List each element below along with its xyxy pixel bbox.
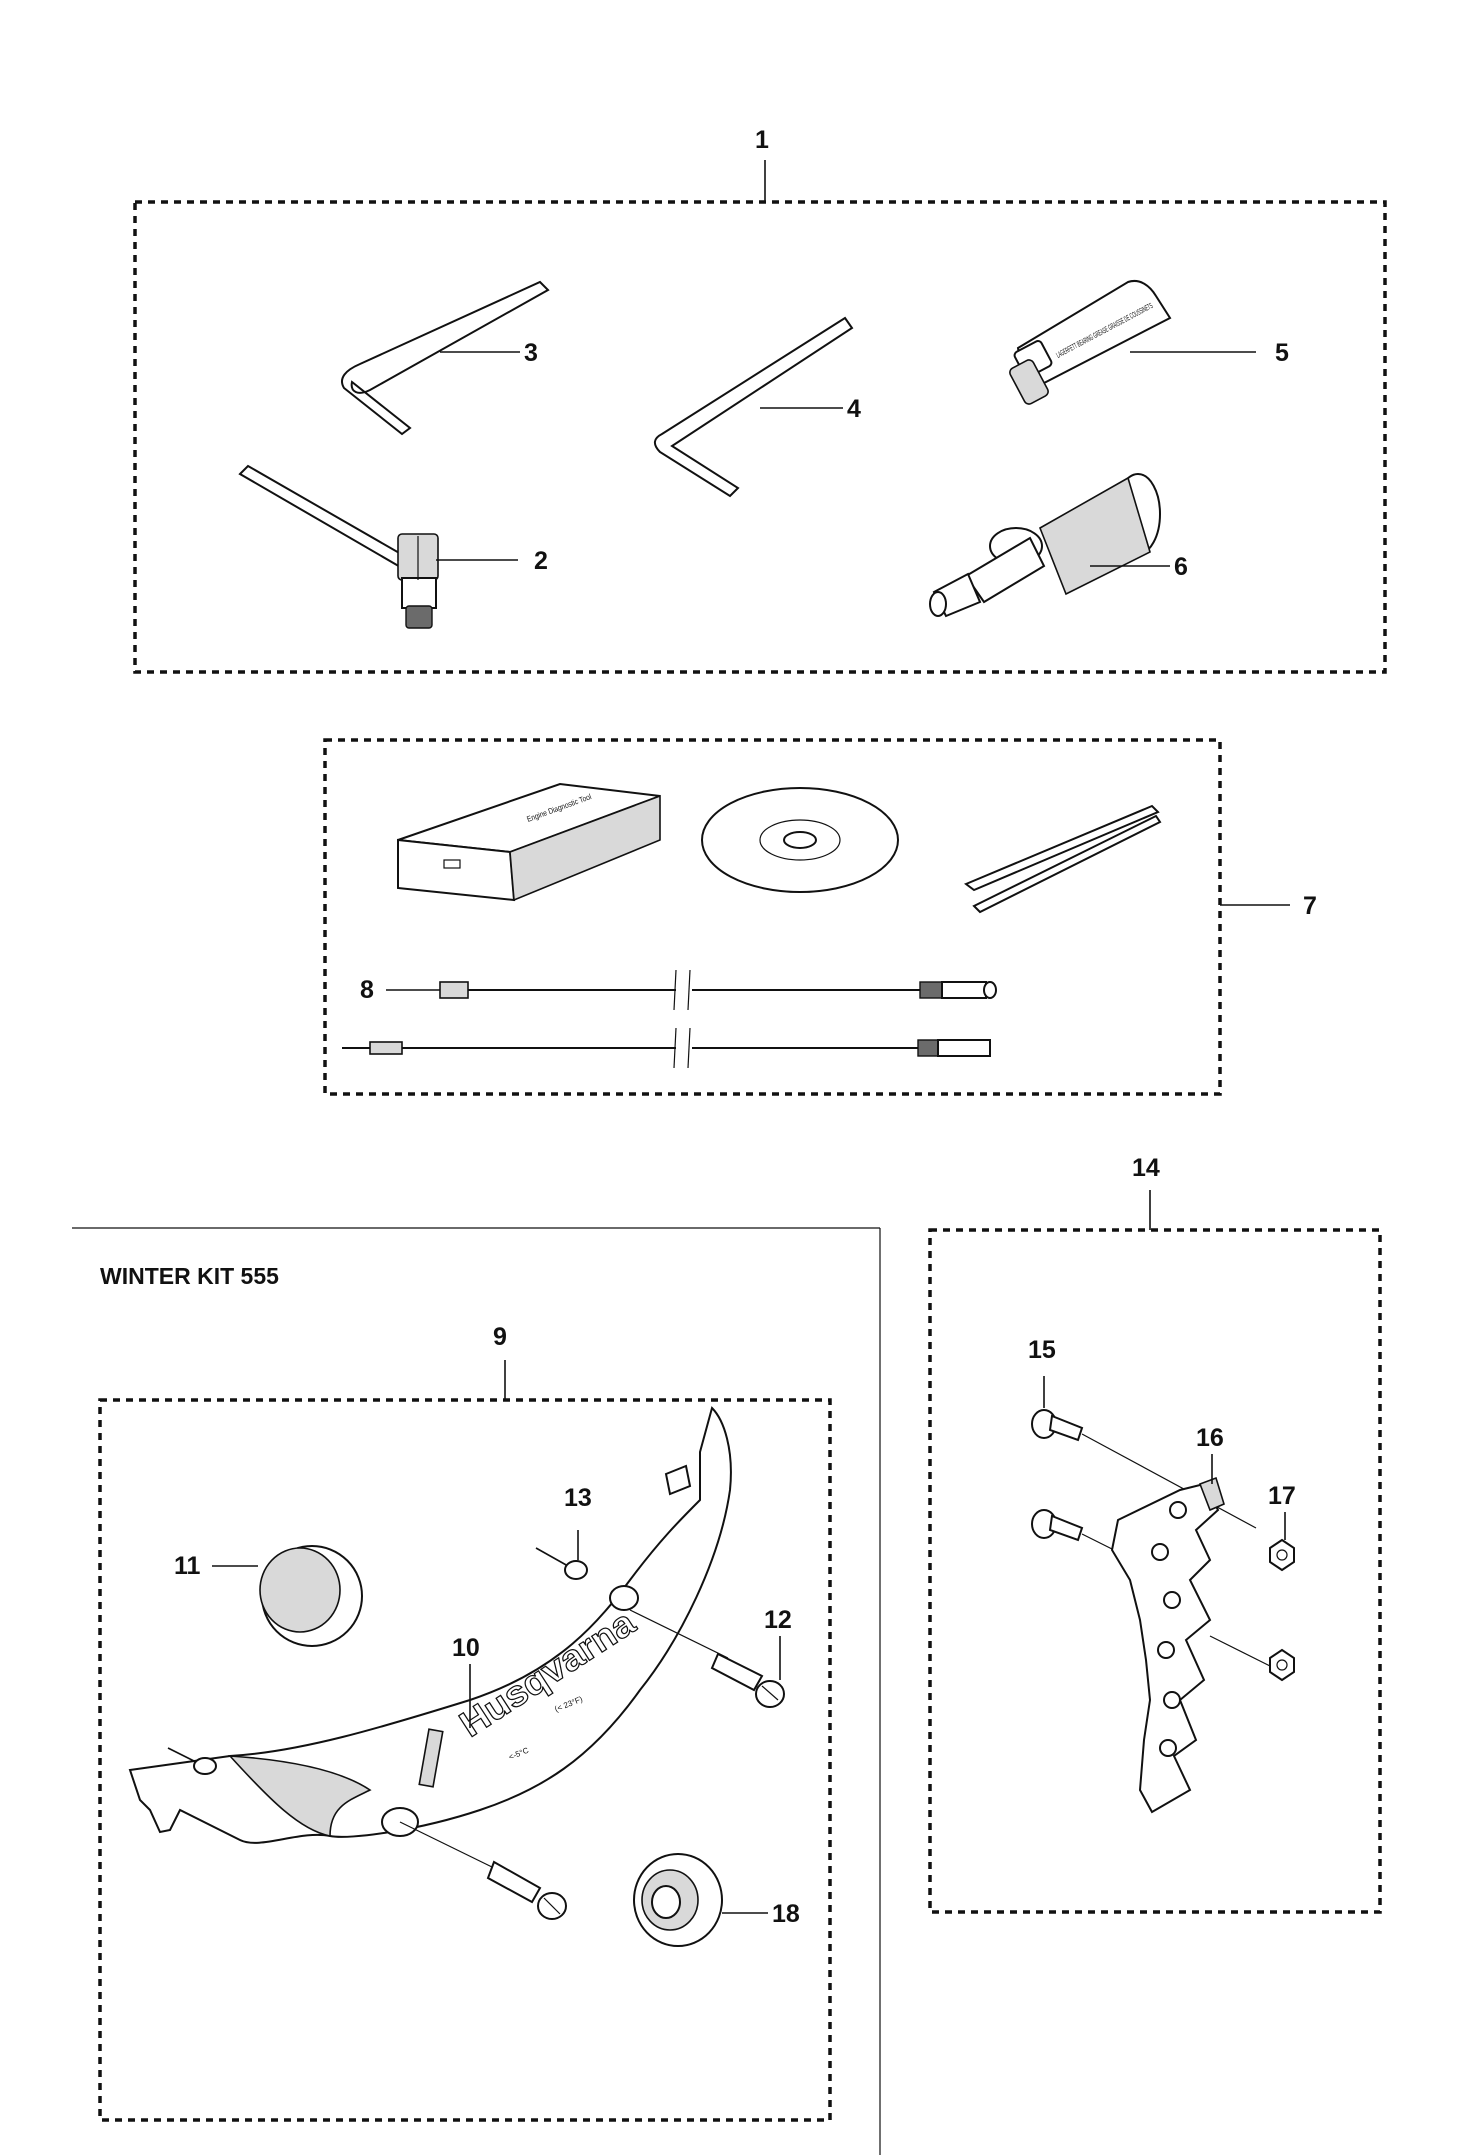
- callout-6: 6: [1174, 553, 1188, 581]
- callout-17: 17: [1268, 1482, 1296, 1510]
- callout-13: 13: [564, 1484, 592, 1512]
- callout-7: 7: [1303, 892, 1317, 920]
- screw-12: 12: [629, 1606, 792, 1708]
- hex-key-small: 3: [341, 280, 550, 436]
- group-14-spike-kit: 14 15 16: [928, 1154, 1382, 1914]
- nut-17: 17: [1268, 1482, 1296, 1572]
- winter-cover: Husqvarna <-5°C (< 23°F) 10: [128, 1406, 732, 1844]
- callout-12: 12: [764, 1606, 792, 1634]
- winter-kit-box: [98, 1398, 832, 2122]
- diagnostic-tool-box: Engine Diagnostic Tool: [397, 782, 661, 902]
- callout-3: 3: [524, 339, 538, 367]
- callout-8: 8: [360, 976, 374, 1004]
- nut-17b: [1209, 1635, 1295, 1682]
- spike-kit-box: [928, 1228, 1382, 1914]
- callout-5: 5: [1275, 339, 1289, 367]
- screw-15b: [1031, 1509, 1131, 1559]
- callout-4: 4: [847, 395, 861, 423]
- callout-18: 18: [772, 1900, 800, 1928]
- cable-usb: [342, 1027, 991, 1069]
- screw-15: 15: [1028, 1336, 1257, 1529]
- group-1-tool-kit: 1 3 4 LAGERFETT BEARING GREASE GRAISSE D…: [133, 126, 1387, 674]
- diagnostic-kit-box: [323, 738, 1222, 1096]
- callout-16: 16: [1196, 1424, 1224, 1452]
- callout-9: 9: [493, 1323, 507, 1351]
- callout-1: 1: [755, 126, 769, 154]
- screw-lower: [399, 1821, 567, 1920]
- group-7-diagnostic-kit: 7 Engine Diagnostic Tool 8: [323, 738, 1317, 1096]
- hex-key-large: 4: [654, 316, 861, 498]
- section-title: WINTER KIT 555: [100, 1263, 279, 1289]
- grommet-18: 18: [633, 1853, 800, 1947]
- cable-8: 8: [360, 969, 997, 1011]
- callout-10: 10: [452, 1634, 480, 1662]
- o-ring-left: [167, 1747, 217, 1775]
- callout-14: 14: [1132, 1154, 1160, 1182]
- piston-stop-tool: 6: [929, 473, 1188, 618]
- callout-15: 15: [1028, 1336, 1056, 1364]
- tweezers: [964, 804, 1162, 914]
- tool-kit-box: [133, 200, 1387, 674]
- callout-11: 11: [174, 1552, 201, 1580]
- o-ring-13: 13: [535, 1484, 592, 1580]
- software-cd: [701, 787, 899, 893]
- grease-tube: LAGERFETT BEARING GREASE GRAISSE DE COUS…: [1009, 280, 1289, 405]
- callout-2: 2: [534, 547, 548, 575]
- bumper-spike-16: 16: [1110, 1424, 1225, 1814]
- winter-kit-section: WINTER KIT 555 9 Husqvarna <-5°C (< 23°F…: [72, 1227, 881, 2155]
- rubber-plug-11: 11: [174, 1545, 363, 1647]
- spark-plug-wrench: 2: [238, 464, 548, 629]
